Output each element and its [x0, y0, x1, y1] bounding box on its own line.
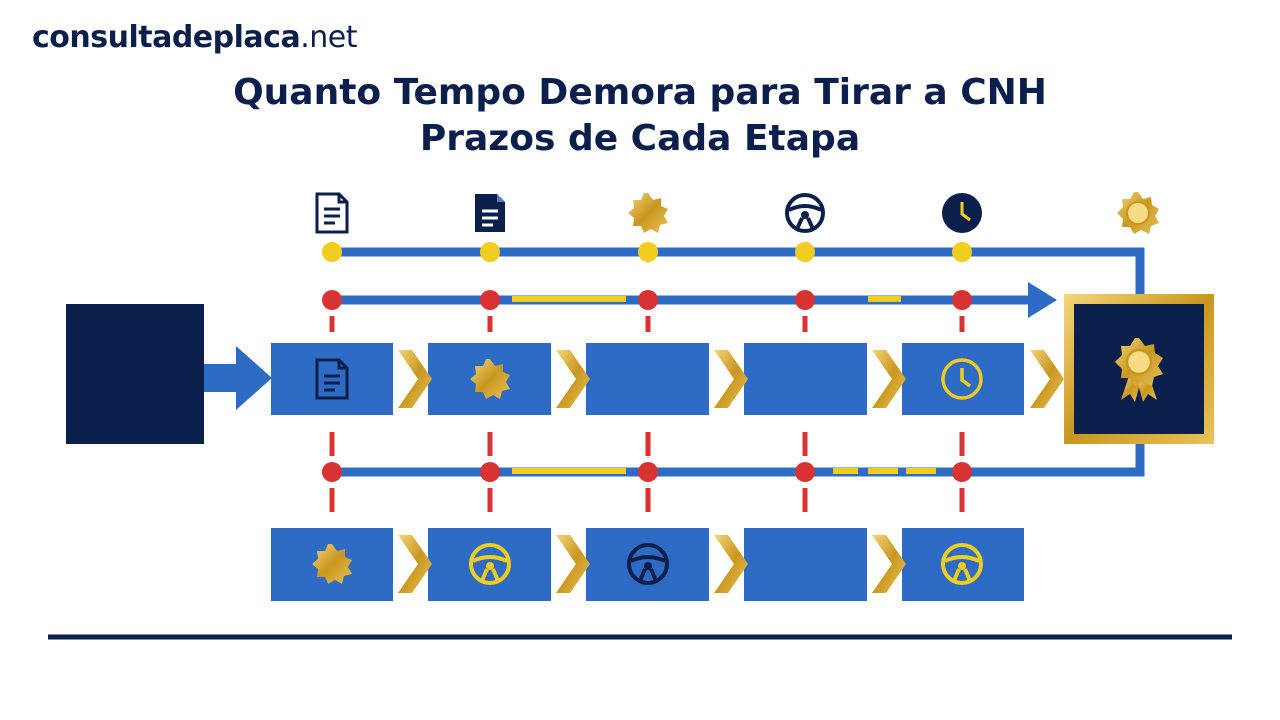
step-box: [744, 343, 867, 415]
gold-seal-icon: [312, 544, 352, 584]
gold-seal-icon: [470, 359, 510, 399]
entry-arrow: [204, 346, 272, 410]
steering-wheel-gold-icon: [941, 543, 983, 585]
document-icon: [315, 358, 349, 400]
chevron-right-icon: [556, 535, 590, 593]
chevron-right-icon: [714, 350, 748, 408]
chevron-right-icon: [398, 535, 432, 593]
arrow-timeline: [322, 282, 1057, 318]
top-timeline: [322, 242, 1145, 296]
award-ribbon-icon: [1115, 338, 1163, 402]
page-title: Quanto Tempo Demora para Tirar a CNH: [233, 72, 1047, 113]
step-box: [744, 528, 867, 601]
document-outline-icon: [315, 192, 349, 234]
bottom-timeline: [322, 444, 1145, 482]
site-tld: .net: [300, 20, 357, 55]
steering-wheel-navy-icon: [627, 543, 669, 585]
gold-seal-icon: [628, 193, 668, 233]
steering-wheel-gold-icon: [469, 543, 511, 585]
clock-icon: [941, 358, 983, 400]
start-block: [66, 304, 204, 444]
chevron-right-icon: [1030, 350, 1064, 408]
clock-icon: [942, 193, 982, 233]
chevron-right-icon: [872, 350, 906, 408]
final-badge: [1064, 294, 1214, 444]
steering-wheel-icon: [785, 193, 825, 233]
chevron-right-icon: [556, 350, 590, 408]
chevron-right-icon: [714, 535, 748, 593]
document-filled-icon: [475, 194, 505, 232]
row1-steps: [271, 343, 1064, 415]
gold-medal-icon: [1117, 192, 1159, 234]
top-icon-row: [315, 192, 1159, 234]
step-box: [271, 343, 393, 415]
dashed-connectors: [329, 316, 965, 512]
site-name: consultadeplaca: [32, 20, 301, 55]
site-logo[interactable]: consultadeplaca.net: [32, 20, 357, 55]
row2-steps: [271, 528, 1024, 601]
chevron-right-icon: [398, 350, 432, 408]
chevron-right-icon: [872, 535, 906, 593]
step-box: [586, 343, 709, 415]
page-subtitle: Prazos de Cada Etapa: [419, 118, 861, 159]
